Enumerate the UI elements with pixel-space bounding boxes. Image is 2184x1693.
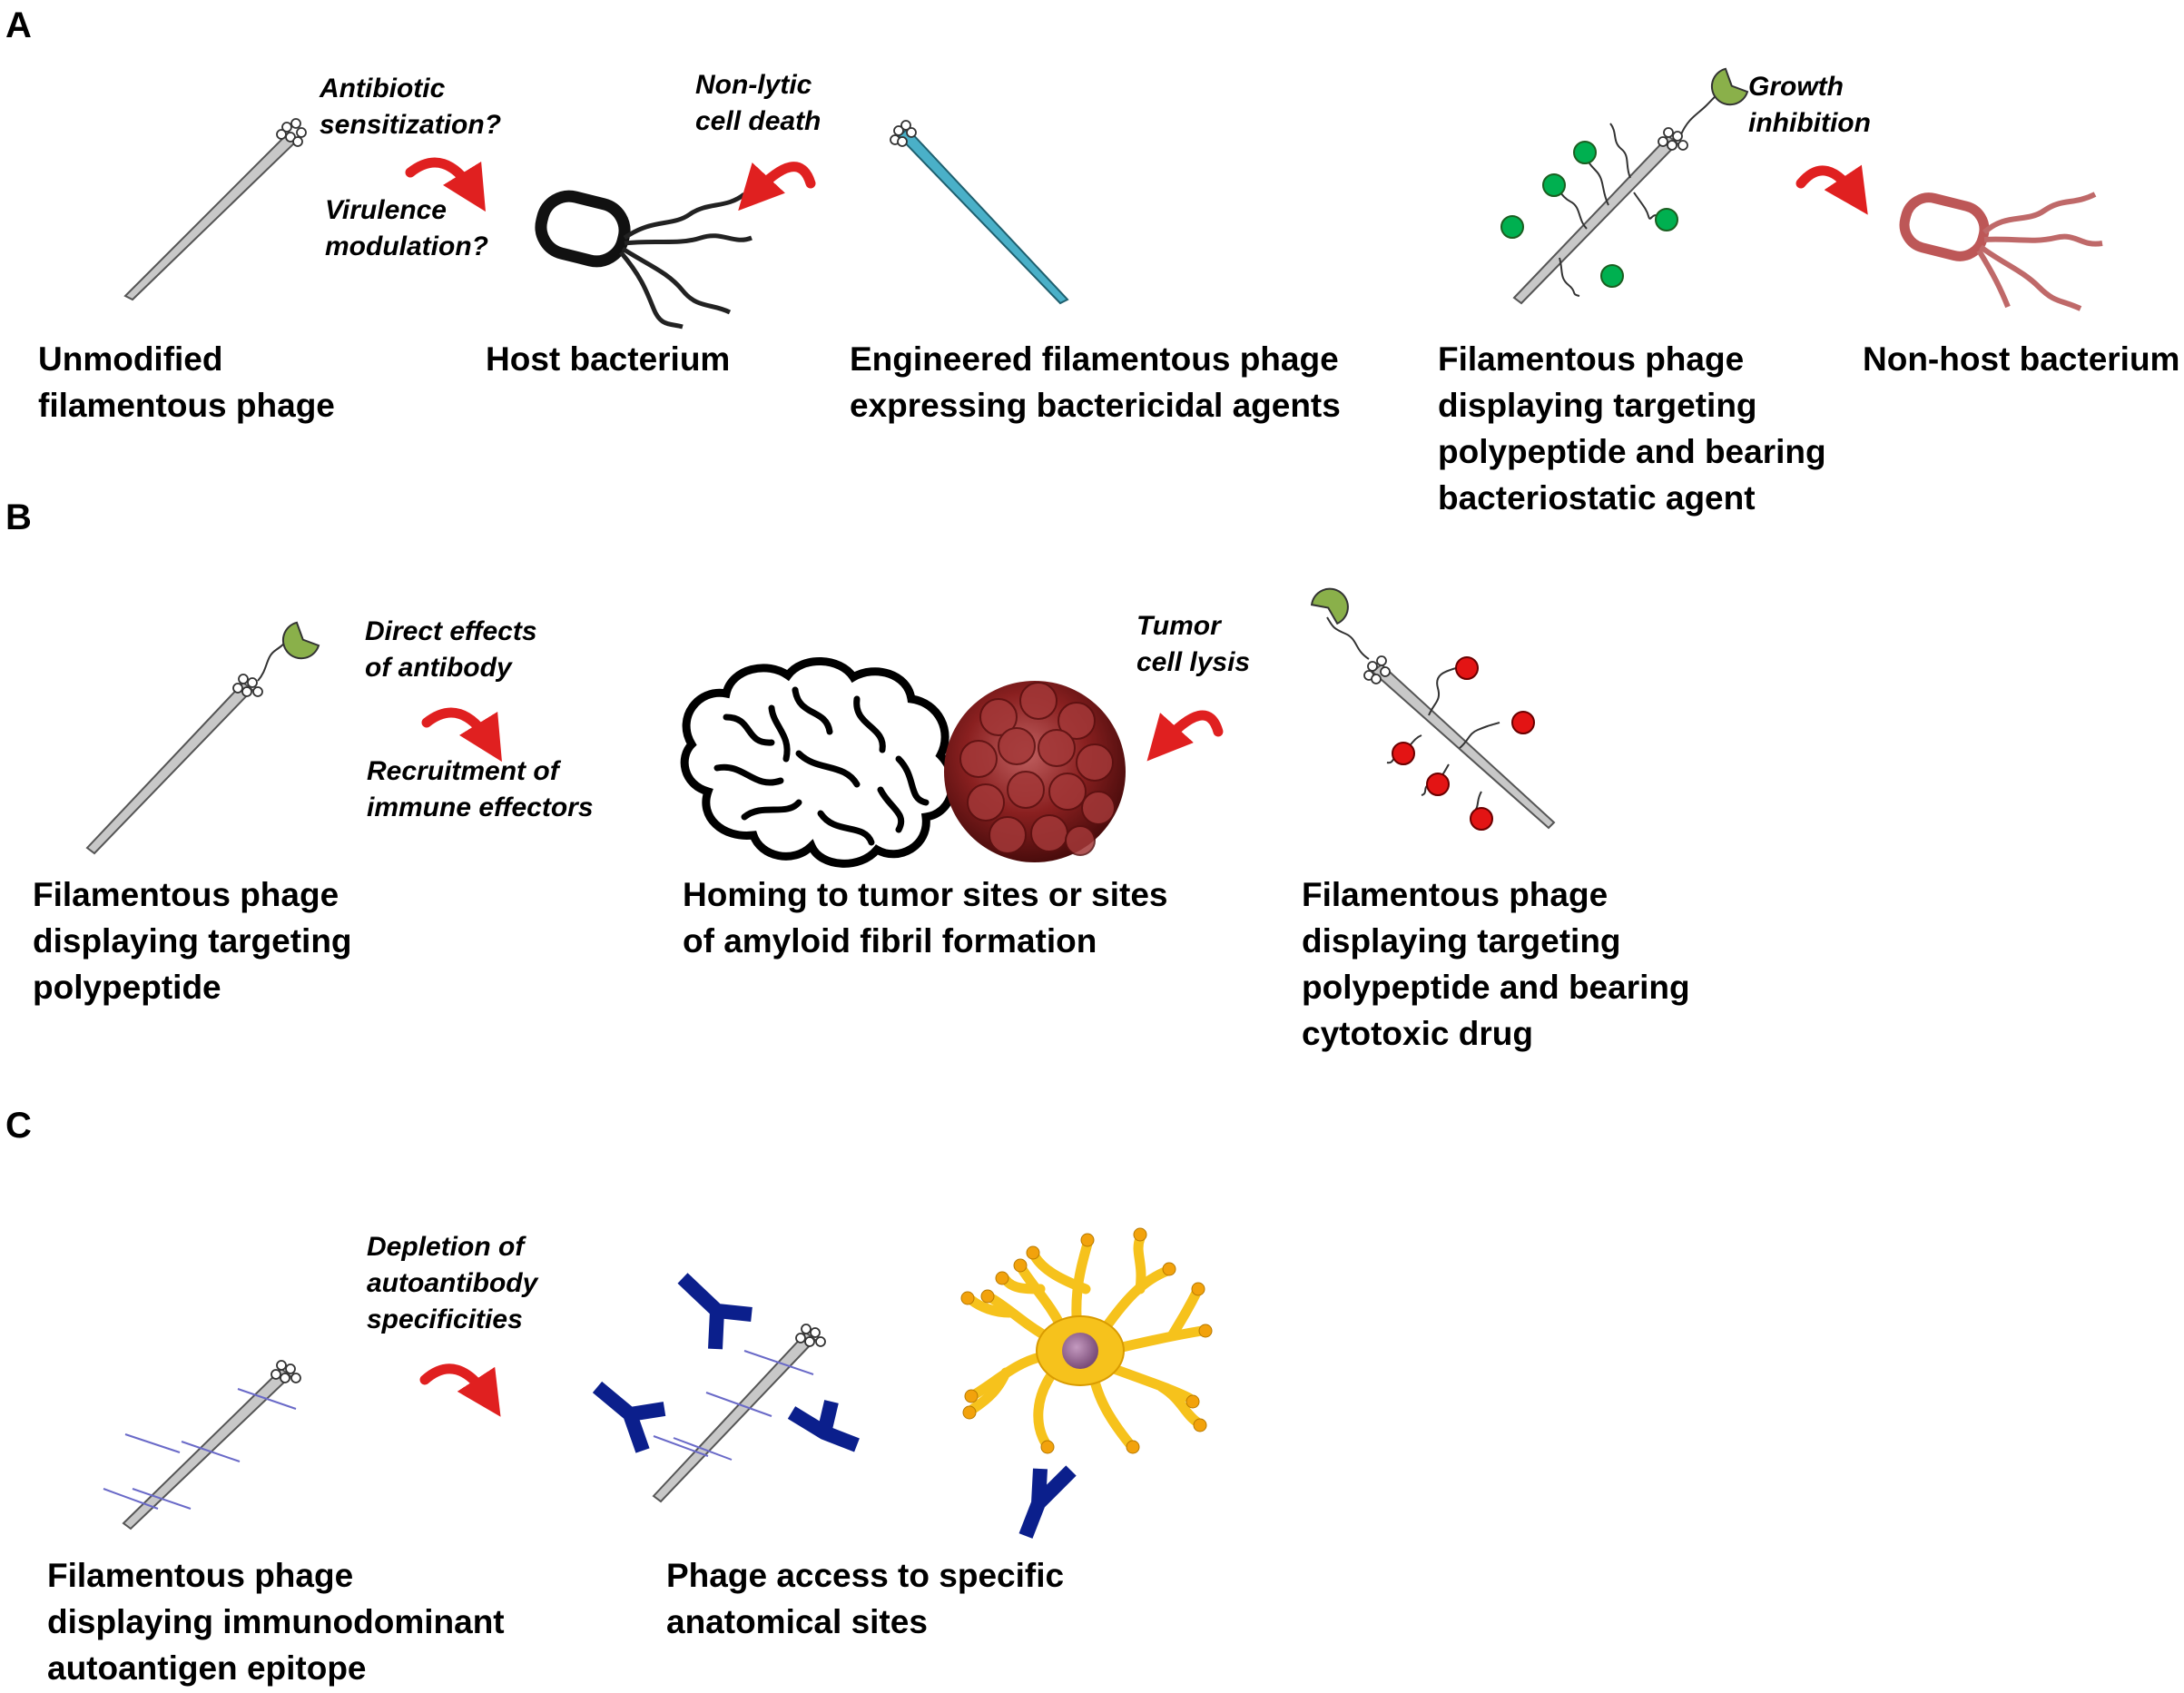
note-nonlytic-cell-death: Non-lytic cell death: [695, 70, 821, 136]
note-recruitment: Recruitment of immune effectors: [367, 756, 594, 822]
curved-arrow-icon: [1146, 710, 1224, 762]
note-antibiotic-sensitization: Antibiotic sensitization?: [320, 74, 502, 140]
caption-cytotoxic-phage: Filamentous phage displaying targeting p…: [1302, 876, 1690, 1052]
antibody-phage-icon: [652, 1324, 826, 1503]
engineered-phage-icon: [890, 120, 1069, 305]
bacterium-icon: [535, 190, 753, 330]
note-virulence-modulation: Virulence modulation?: [325, 195, 488, 261]
drug-phage-icon: [1310, 587, 1556, 831]
targeted-phage-icon: [85, 621, 320, 855]
epitope-phage-icon: [103, 1360, 301, 1531]
note-growth-inhibition: Growth inhibition: [1748, 72, 1871, 138]
caption-engineered-phage: Engineered filamentous phage expressing …: [850, 340, 1341, 424]
note-tumor-cell-lysis: Tumor cell lysis: [1136, 611, 1251, 677]
caption-phage-access: Phage access to specific anatomical site…: [666, 1557, 1065, 1640]
panel-a-letter: A: [5, 5, 32, 45]
panel-c-letter: C: [5, 1106, 32, 1146]
caption-unmodified-phage: Unmodified filamentous phage: [38, 340, 335, 424]
unmodified-phage-icon: [123, 118, 307, 301]
antibody-icon: [592, 1273, 1077, 1539]
curved-arrow-icon: [405, 157, 486, 212]
curved-arrow-icon: [738, 162, 816, 212]
curved-arrow-icon: [1795, 164, 1868, 215]
caption-targeting-phage: Filamentous phage displaying targeting p…: [33, 876, 352, 1006]
curved-arrow-icon: [421, 707, 502, 763]
caption-nonhost-bacterium: Non-host bacterium: [1863, 340, 2180, 378]
targeted-phage-icon: [1500, 67, 1749, 305]
nonhost-bacterium-icon: [1899, 192, 2103, 311]
neuron-icon: [960, 1227, 1213, 1454]
note-direct-effects: Direct effects of antibody: [365, 616, 537, 683]
caption-bacteriostatic-phage: Filamentous phage displaying targeting p…: [1438, 340, 1826, 517]
caption-host-bacterium: Host bacterium: [486, 340, 731, 378]
note-depletion: Depletion of autoantibody specificities: [367, 1232, 538, 1334]
panel-b-letter: B: [5, 497, 32, 537]
brain-icon: [680, 657, 957, 868]
tumor-icon: [944, 681, 1126, 862]
curved-arrow-icon: [419, 1363, 501, 1417]
caption-homing: Homing to tumor sites or sites of amyloi…: [683, 876, 1168, 960]
caption-epitope-phage: Filamentous phage displaying immunodomin…: [47, 1557, 505, 1687]
